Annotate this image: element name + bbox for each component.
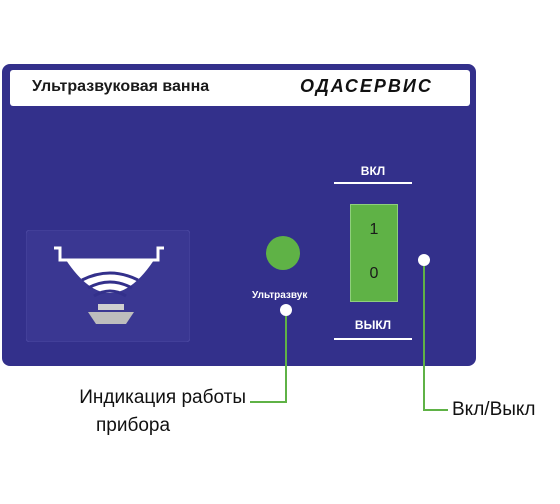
switch-on-label: ВКЛ	[360, 164, 386, 178]
switch-off-mark: 0	[369, 265, 379, 282]
panel-title: Ультразвуковая ванна	[32, 78, 210, 95]
title-bar	[10, 70, 470, 106]
switch-top-rule	[334, 182, 412, 184]
switch-on-mark: 1	[369, 221, 379, 238]
indicator-callout-line2: прибора	[96, 415, 171, 436]
switch-off-label: ВЫКЛ	[354, 318, 392, 332]
power-switch[interactable]: 1 0	[350, 204, 398, 302]
ultrasound-indicator-led	[266, 236, 300, 270]
power-callout: Вкл/Выкл	[452, 399, 536, 420]
power-callout-dot	[418, 254, 430, 266]
indicator-callout-line1: Индикация работы	[79, 387, 246, 408]
ultrasonic-bath-icon	[26, 230, 190, 342]
brand-logo: ОДАСЕРВИС	[300, 76, 433, 96]
switch-bottom-rule	[334, 338, 412, 340]
indicator-callout: Индикация работы прибора	[42, 384, 246, 440]
indicator-callout-dot	[280, 304, 292, 316]
indicator-label: Ультразвук	[252, 290, 308, 301]
